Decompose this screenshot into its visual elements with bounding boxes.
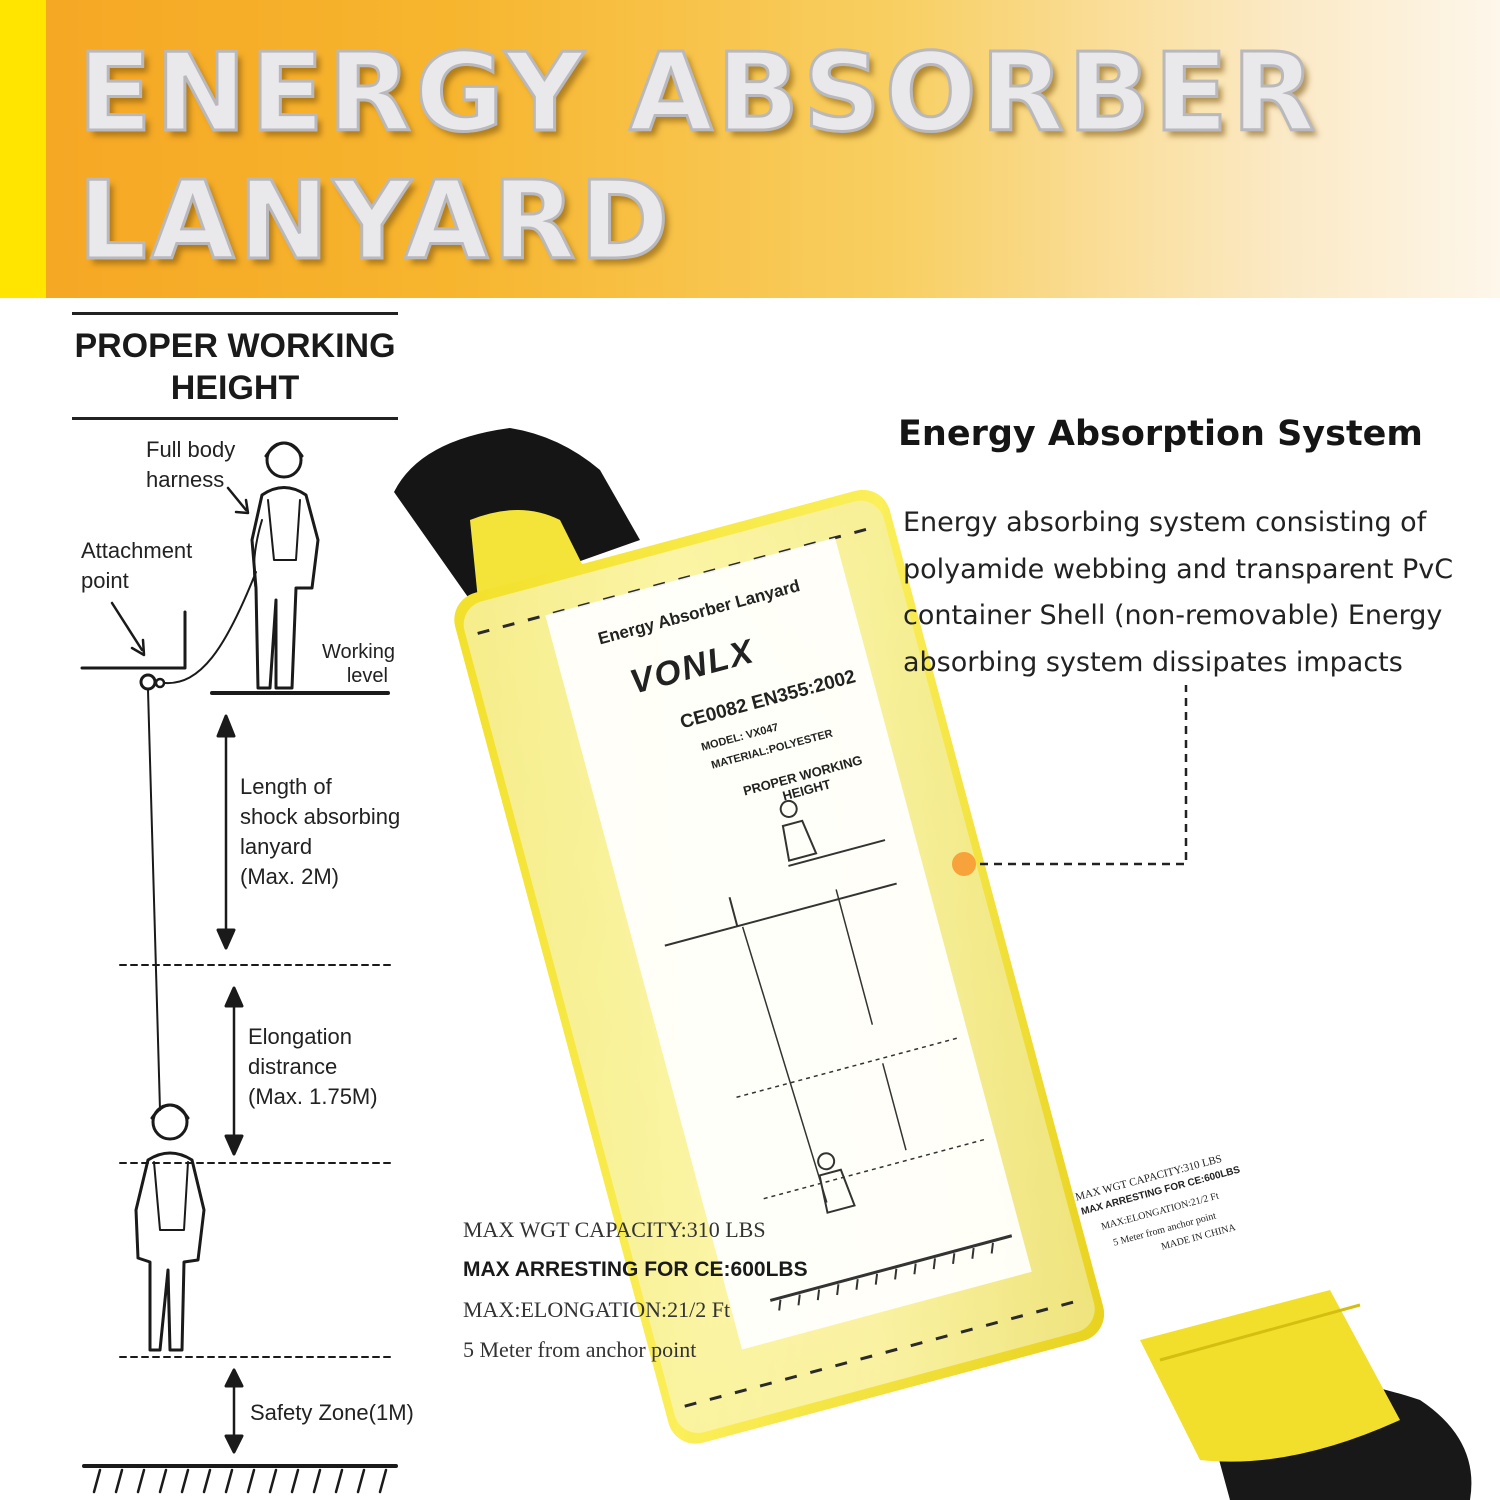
label-elongation: Elongation distrance (Max. 1.75M)	[248, 1024, 378, 1109]
working-height-diagram	[80, 441, 398, 1494]
diagram-heading: PROPER WORKING HEIGHT	[72, 312, 398, 420]
label-lanyard-length: Length of shock absorbing lanyard (Max. …	[240, 774, 401, 889]
worker-figure-top	[250, 441, 320, 690]
feature-title: Energy Absorption System	[898, 414, 1423, 454]
banner-accent-stripe	[0, 0, 46, 298]
spec-arresting: MAX ARRESTING FOR CE:600LBS	[463, 1258, 808, 1281]
spec-elongation: MAX:ELONGATION:21/2 Ft	[463, 1297, 731, 1322]
worker-figure-bottom	[134, 1103, 206, 1352]
label-safety-zone: Safety Zone(1M)	[250, 1400, 414, 1425]
banner-title-line-2: LANYARD	[76, 159, 674, 284]
anchor-structure	[80, 610, 187, 670]
banner-title-line-1: ENERGY ABSORBER	[76, 31, 1320, 156]
product-label-card	[545, 537, 1032, 1350]
feature-marker-dot	[952, 852, 976, 876]
callout-line	[980, 685, 1188, 866]
spec-capacity: MAX WGT CAPACITY:310 LBS	[463, 1217, 766, 1242]
feature-description: Energy absorbing system consisting of po…	[903, 507, 1454, 678]
spec-anchor: 5 Meter from anchor point	[463, 1337, 697, 1362]
spec-list: MAX WGT CAPACITY:310 LBS MAX ARRESTING F…	[463, 1210, 808, 1370]
label-working-level: Working level	[322, 641, 395, 687]
label-full-body-harness: Full body harness	[146, 437, 236, 492]
title-banner: ENERGY ABSORBER LANYARD	[0, 0, 1500, 298]
label-attachment-point: Attachment point	[81, 538, 193, 593]
